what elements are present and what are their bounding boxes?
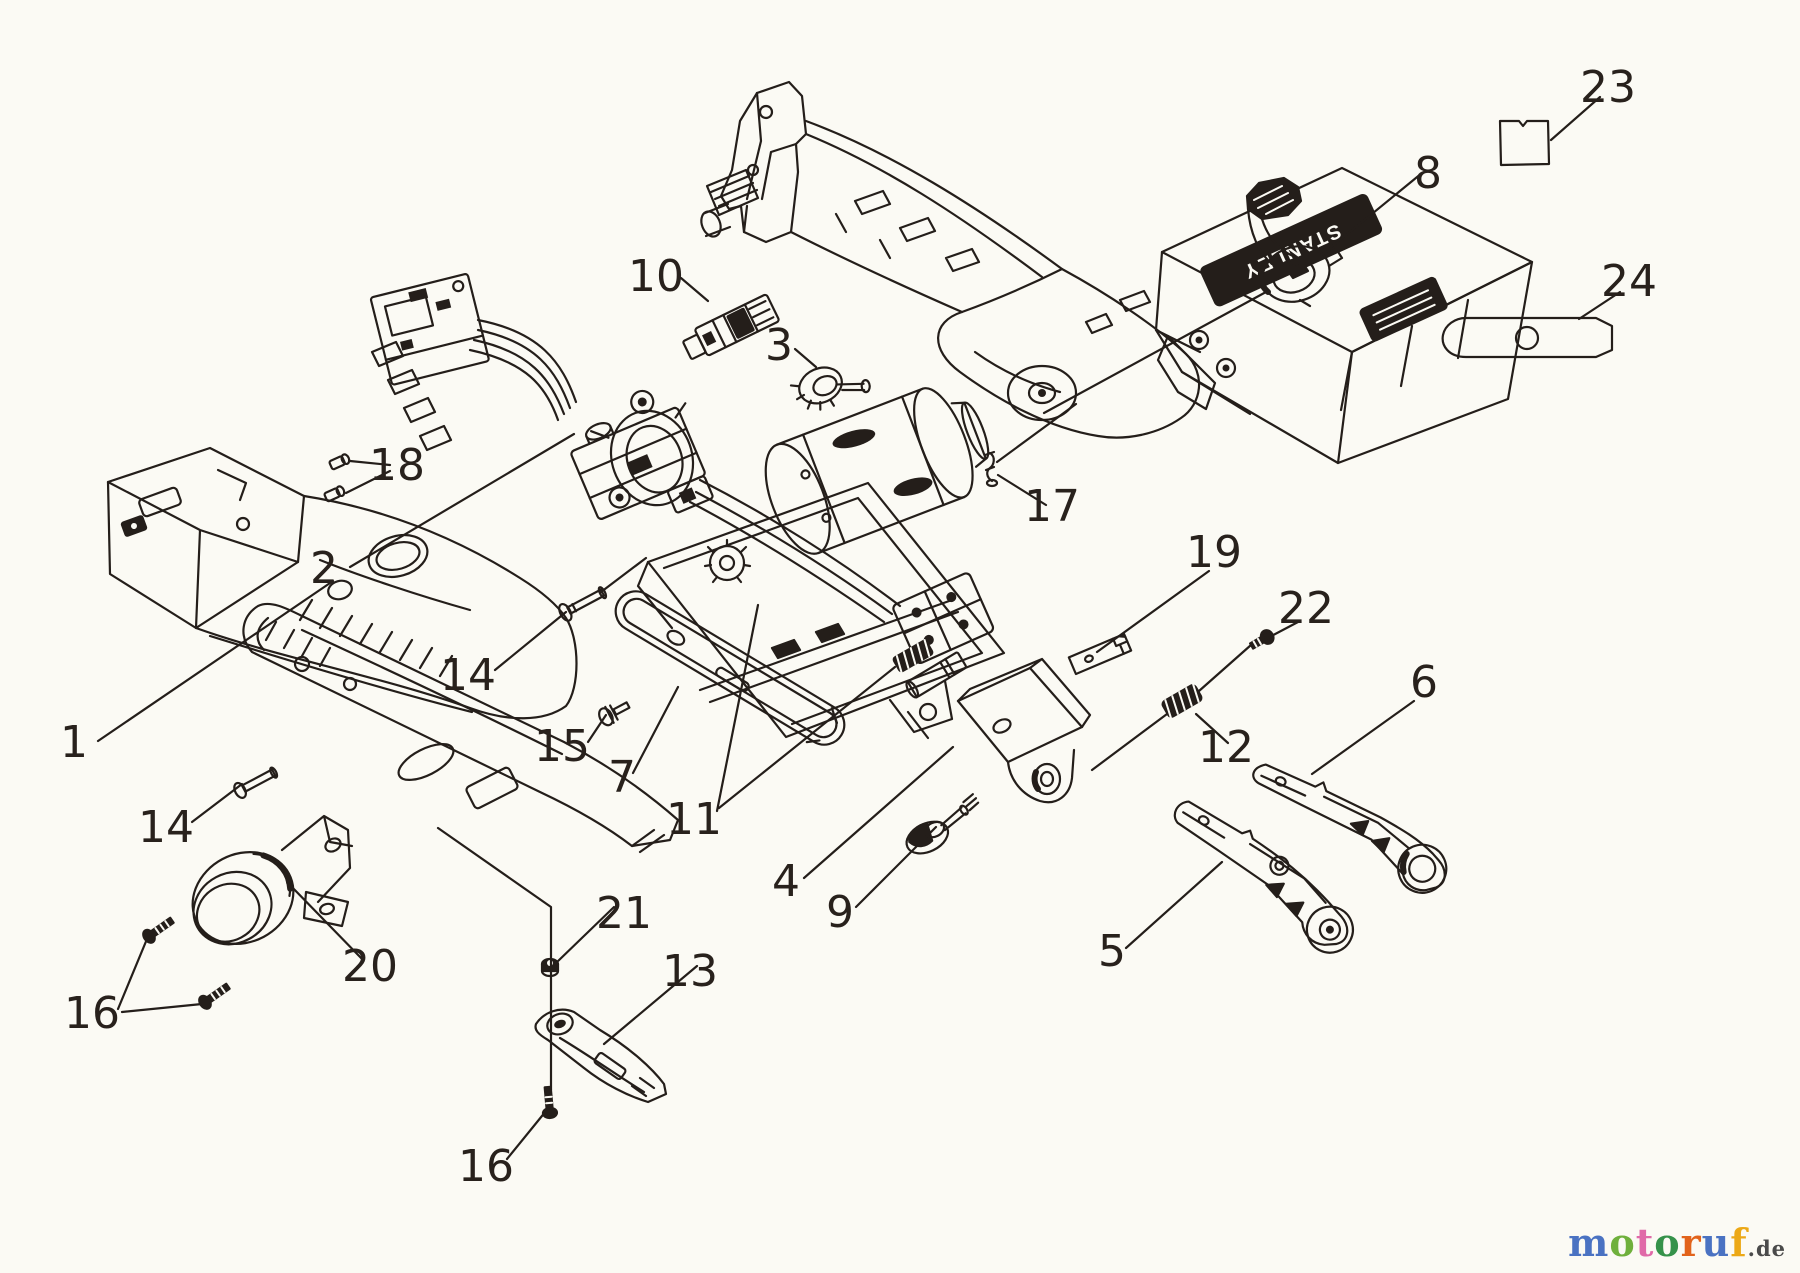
logo-letter: f bbox=[1730, 1220, 1748, 1265]
part-5-file-arm bbox=[1173, 800, 1355, 954]
part-3-knob bbox=[789, 366, 871, 411]
callout-9: 9 bbox=[826, 887, 854, 938]
logo-letter: u bbox=[1701, 1220, 1731, 1265]
part-9-thumb-bolt bbox=[905, 793, 980, 855]
part-16-screws bbox=[142, 916, 559, 1120]
callout-13: 13 bbox=[662, 946, 718, 997]
logo-letter: o bbox=[1654, 1220, 1681, 1265]
part-23-square-pad bbox=[1498, 119, 1551, 167]
callout-7: 7 bbox=[608, 752, 636, 803]
callout-22: 22 bbox=[1278, 583, 1334, 634]
callout-3: 3 bbox=[765, 320, 793, 371]
logo-letter: o bbox=[1609, 1220, 1636, 1265]
logo-tld: .de bbox=[1747, 1236, 1786, 1261]
logo-word: motoruf bbox=[1568, 1220, 1748, 1265]
callout-20: 20 bbox=[342, 941, 398, 992]
part-2-switch-assembly bbox=[369, 273, 995, 664]
part-12-spring bbox=[1161, 683, 1203, 719]
part-11-motor bbox=[764, 387, 990, 555]
leader-lines bbox=[96, 95, 1622, 1161]
callout-21: 21 bbox=[596, 888, 652, 939]
part-upper-housing: STANLEY bbox=[700, 80, 1534, 465]
callout-11: 11 bbox=[666, 794, 722, 845]
part-24-name-plate bbox=[1441, 316, 1614, 359]
callout-19: 19 bbox=[1186, 527, 1242, 578]
callout-1: 1 bbox=[60, 717, 88, 768]
part-19-slide-block bbox=[1067, 632, 1133, 676]
part-20-nose-cap bbox=[191, 814, 354, 946]
part-18-pins bbox=[323, 453, 351, 503]
part-14-pin-lower bbox=[233, 766, 279, 799]
callout-16a: 16 bbox=[64, 988, 120, 1039]
part-6-file-arm bbox=[1252, 763, 1448, 894]
callout-17: 17 bbox=[1024, 481, 1080, 532]
callout-6: 6 bbox=[1410, 657, 1438, 708]
part-8-lock-lever bbox=[1245, 176, 1344, 308]
callout-23: 23 bbox=[1580, 62, 1636, 113]
logo-letter: t bbox=[1635, 1220, 1655, 1265]
part-13-cover bbox=[534, 1008, 668, 1104]
callout-2: 2 bbox=[310, 543, 338, 594]
callout-4: 4 bbox=[772, 856, 800, 907]
callout-12: 12 bbox=[1198, 722, 1254, 773]
callout-5: 5 bbox=[1098, 926, 1126, 977]
callout-18: 18 bbox=[369, 440, 425, 491]
callout-14a: 14 bbox=[440, 650, 496, 701]
logo-letter: m bbox=[1568, 1220, 1610, 1265]
callout-15: 15 bbox=[534, 721, 590, 772]
callout-8: 8 bbox=[1414, 148, 1442, 199]
part-15-screw bbox=[598, 701, 631, 727]
part-7-guide-plate bbox=[614, 590, 846, 746]
part-4-tension-block bbox=[892, 639, 1092, 804]
callout-16b: 16 bbox=[458, 1141, 514, 1192]
callout-10: 10 bbox=[628, 251, 684, 302]
motoruf-logo[interactable]: motoruf.de bbox=[1568, 1220, 1786, 1265]
part-1-housing bbox=[106, 446, 578, 720]
part-17-pin bbox=[983, 450, 999, 488]
logo-letter: r bbox=[1680, 1220, 1702, 1265]
part-10-connector bbox=[682, 293, 780, 360]
part-1-front-arm bbox=[242, 602, 680, 854]
callout-labels: 1 2 3 4 5 6 7 8 9 10 11 12 13 14 14 15 1… bbox=[60, 62, 1657, 1192]
callout-14b: 14 bbox=[138, 802, 194, 853]
callout-24: 24 bbox=[1601, 256, 1657, 307]
